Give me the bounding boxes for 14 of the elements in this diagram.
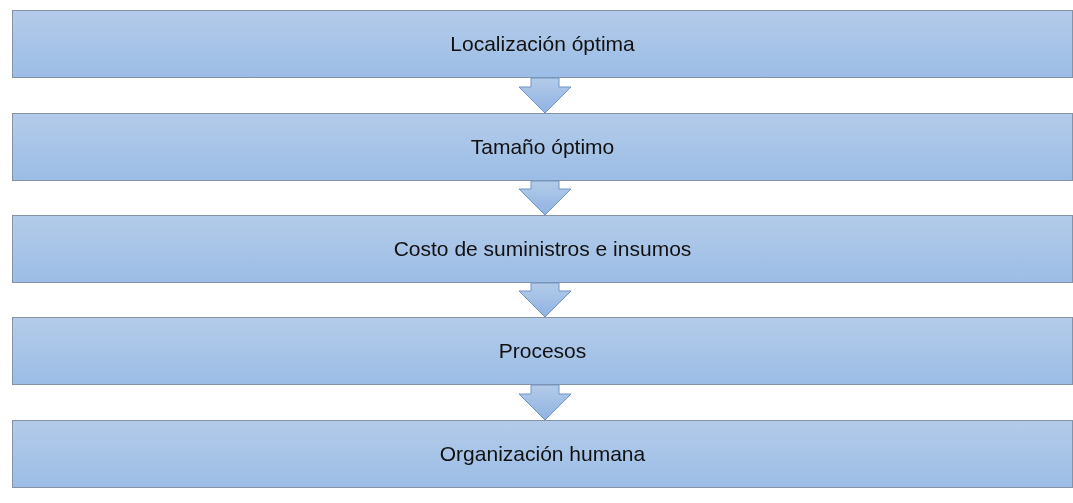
down-arrow bbox=[518, 77, 572, 114]
down-arrow bbox=[518, 282, 572, 318]
box-label: Localización óptima bbox=[450, 32, 635, 56]
box-label: Costo de suministros e insumos bbox=[393, 237, 692, 261]
process-box bbox=[12, 420, 1073, 488]
process-box bbox=[12, 215, 1073, 283]
box-label: Organización humana bbox=[439, 442, 646, 466]
process-box bbox=[12, 317, 1073, 385]
box-label: Tamaño óptimo bbox=[470, 135, 615, 159]
down-arrow bbox=[518, 180, 572, 216]
process-box bbox=[12, 113, 1073, 181]
process-box bbox=[12, 10, 1073, 78]
box-label: Procesos bbox=[498, 339, 587, 363]
down-arrow bbox=[518, 384, 572, 421]
